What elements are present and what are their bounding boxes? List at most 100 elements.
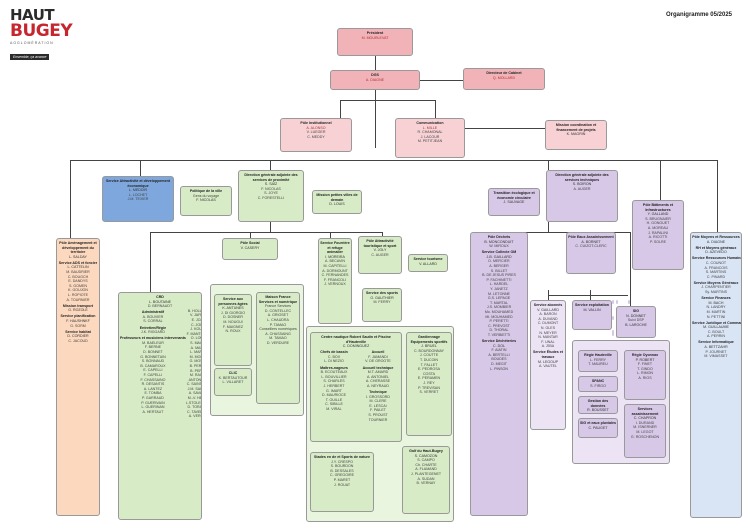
member-name: M. CAPITELLI: [323, 263, 347, 268]
member-name: A. BERTELLI: [488, 352, 510, 357]
member-name: L. CHAUDRA: [267, 317, 289, 322]
amenagement-group-member: A. TOURNIER: [66, 297, 90, 302]
dechets-title: Pôle Déchets: [487, 235, 511, 239]
member-name: P. PERETTI: [489, 319, 509, 324]
etudes-members: A. VAUTEL: [532, 364, 564, 369]
nautique-group-title: Maîtres-nageurs: [320, 365, 348, 370]
politique-ville-title: Politique de la ville: [189, 189, 223, 193]
member-name: N. ROUX: [225, 329, 241, 334]
oyonnax-title: Régie Oyonnax: [631, 353, 659, 357]
mission-petites-name: D. LOUIS: [329, 202, 345, 207]
moyens-group-member: N. LANDRY: [706, 305, 726, 310]
centre-nautique-box: Centre nautique Robert Sautin et Piscine…: [310, 332, 402, 442]
abonnes-title: Service abonnés: [533, 303, 563, 307]
moyens-group-member: P. JOURNET: [705, 349, 727, 354]
member-name: M. NOUGUI: [223, 319, 243, 324]
crd-group-title: Professeurs et musiciens intervenants: [120, 336, 186, 341]
tourisme-name: V. JOLY: [373, 248, 387, 253]
dechets-deputy: W. MIROUX: [489, 244, 509, 249]
member-name: ANTONELLI: [188, 377, 202, 382]
pole-moyens-box: Pôle Moyens et Ressources A. DIAGNE RH e…: [690, 232, 742, 518]
service-exploitation-box: Service exploitation M. VALLIN: [572, 300, 612, 330]
sig-eaux-box: SIG et eaux pluviales C. PAUGET: [578, 418, 618, 438]
sig-eaux-name: C. PAUGET: [588, 425, 608, 430]
moyens-group-lead: A. BETTZAHR: [704, 345, 728, 350]
dechets-name: B. MONCONDUIT: [484, 239, 514, 244]
fourriere-title: Service Fourrière et refuge animalier: [320, 241, 350, 255]
connector: [435, 100, 436, 120]
social-name: V. CASERY: [240, 245, 260, 250]
member-name: T. GINDO: [637, 366, 653, 371]
politique-ville-box: Politique de la ville Gens du voyage F. …: [180, 186, 232, 216]
regie-title: Régie Hauteville: [584, 353, 612, 357]
member-name: V. JAFFET: [189, 313, 201, 318]
member-name: B. PEROT: [190, 368, 202, 373]
spanc-members: S. FIRGO: [580, 384, 616, 389]
member-name: A. RIOS: [638, 375, 652, 380]
moyens-group-title: Service Informatique: [698, 340, 734, 345]
member-name: P. FACHINETTI: [486, 277, 512, 282]
moyens-group-member: J. CHARPENTIER: [701, 285, 731, 290]
connector: [548, 295, 628, 296]
service-sports-box: Service des sports G. GAUTHIER M. FERRY: [362, 288, 402, 322]
attractivite-name: L. MEDDIR: [128, 188, 148, 193]
member-name: H. GONGUET: [646, 221, 670, 226]
member-name: L. RIMON: [637, 371, 653, 376]
amenagement-group-title: Service habitat: [65, 329, 91, 334]
communication-title: Communication: [416, 121, 444, 125]
member-name: A. DORMOUNT: [322, 268, 348, 273]
crd-group-member: S. BONNAUD: [141, 359, 165, 364]
crd-group-member: P. GUERIVAIN: [141, 400, 165, 405]
connector: [330, 232, 331, 238]
member-name: J.M. TEXIER: [127, 197, 149, 202]
logo-tagline: Ensemble, ça avance: [10, 54, 50, 60]
gestion-name: R. BOUSSET: [587, 408, 609, 413]
member-name: J. DI GIORGIO: [220, 310, 246, 315]
connector: [140, 160, 141, 176]
member-name: M. LEGOT: [636, 429, 654, 434]
member-name: T. VERBIETTI: [487, 332, 511, 337]
dga-saiz-name: S. SAÏZ: [264, 182, 278, 187]
member-name: A. BECAVIN: [325, 259, 345, 264]
decheteries-title: Service Déchèteries: [481, 339, 517, 344]
member-name: D. DOSNER: [223, 315, 243, 320]
crd-group-member: R. DESANTIS: [141, 382, 165, 387]
connector: [150, 232, 382, 233]
member-name: J. VERNOUX: [324, 282, 346, 287]
nautique-group-member: A. CHERASSE: [365, 379, 391, 384]
pole-inst-name: A. ALONSO: [306, 125, 326, 130]
crd-group-member: P. GARRAUD: [142, 395, 164, 400]
member-name: F. MANTOVAN: [186, 331, 201, 336]
moyens-group-title: RH et Moyens généraux: [695, 245, 737, 250]
member-name: A. SAVARIN: [188, 391, 202, 396]
member-name: J. KOUAN: [190, 327, 202, 332]
amenagement-group-lead: L. CATTELIN: [67, 265, 89, 270]
member-name: L.STOLERMAN: [185, 400, 201, 405]
member-name: A. GRIOSET: [267, 313, 289, 318]
member-name: France Services: [265, 304, 291, 309]
moyens-group-member: A. PERRIN: [707, 334, 725, 339]
nautique-group-member: G. IMART: [326, 388, 342, 393]
connector: [150, 232, 151, 292]
member-name: C. TAVERNET: [186, 409, 201, 414]
spacer-4: [628, 300, 630, 304]
member-name: A. RICOTTI: [648, 235, 668, 240]
crd-group-title: Administratif: [141, 310, 165, 315]
amenagement-group-member: E. DANDYS: [68, 279, 88, 284]
eaux-title: Pôle Eaux Assainissement: [568, 235, 614, 239]
member-name: M. ISNERNER: [633, 425, 657, 430]
member-name: Mi. MOUHAMED: [485, 314, 513, 319]
amenagement-group-title: Service planification: [60, 314, 96, 319]
sig-eaux-title: SIG et eaux pluviales: [580, 421, 616, 425]
nautique-group-member: E. LESCAI: [369, 403, 387, 408]
member-name: D. VERDURE: [266, 340, 290, 345]
amenagement-title: Pôle Aménagement et développement du ter…: [59, 241, 97, 255]
member-name: S. BILLET: [490, 268, 508, 273]
mission-petites-title: Mission petites villes de demain: [316, 193, 358, 202]
member-name: C. PREVOST: [488, 323, 510, 328]
